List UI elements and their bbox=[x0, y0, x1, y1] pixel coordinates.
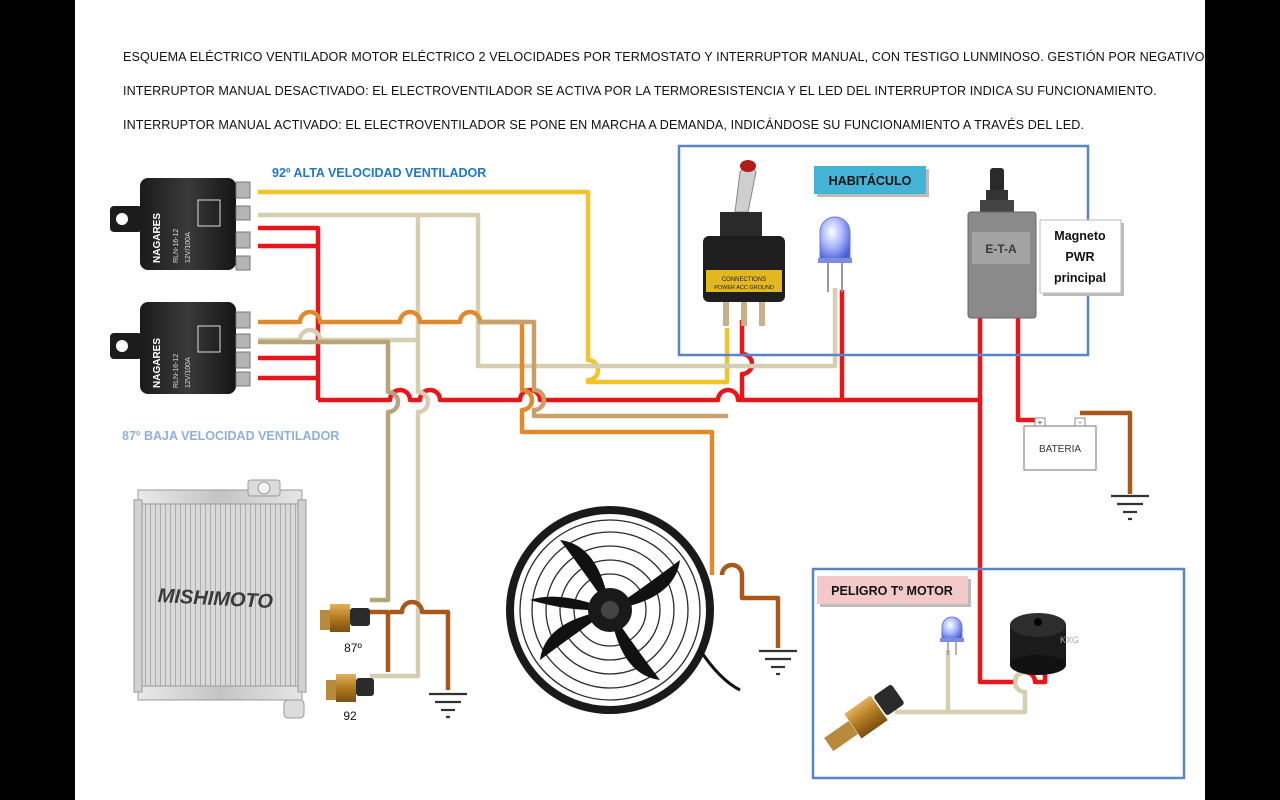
header-line-3: INTERRUPTOR MANUAL ACTIVADO: EL ELECTROV… bbox=[123, 118, 1085, 132]
danger-frame bbox=[811, 567, 1186, 780]
cabin-led-icon bbox=[818, 216, 852, 292]
svg-text:12V/100A: 12V/100A bbox=[185, 232, 192, 263]
beige-wire-b bbox=[258, 327, 420, 343]
electric-fan bbox=[506, 506, 741, 714]
magneto-label-box: Magneto PWR principal bbox=[1039, 219, 1124, 296]
cabin-badge: HABITÁCULO bbox=[814, 166, 929, 197]
svg-text:-: - bbox=[1079, 418, 1082, 427]
svg-text:RLN-16-12: RLN-16-12 bbox=[173, 229, 180, 263]
svg-text:RLN-16-12: RLN-16-12 bbox=[173, 354, 180, 388]
svg-text:+: + bbox=[1038, 418, 1043, 427]
tan-motor-wire bbox=[478, 319, 728, 419]
sensor-87-label: 87º bbox=[344, 641, 362, 655]
battery: + - BATERIA bbox=[1023, 417, 1097, 471]
low-speed-label: 87º BAJA VELOCIDAD VENTILADOR bbox=[122, 429, 339, 443]
sensor-92-label: 92 bbox=[343, 709, 357, 723]
engine-temp-sensor bbox=[824, 685, 904, 752]
danger-badge: PELIGRO Tº MOTOR bbox=[817, 576, 971, 607]
relay-low-speed: NAGARES RLN-16-12 12V/100A bbox=[110, 302, 251, 394]
danger-label: PELIGRO Tº MOTOR bbox=[831, 584, 953, 598]
svg-text:NAGARES: NAGARES bbox=[152, 338, 163, 388]
high-speed-label: 92º ALTA VELOCIDAD VENTILADOR bbox=[272, 166, 486, 180]
ground-icon-battery bbox=[1111, 494, 1149, 521]
svg-text:E-T-A: E-T-A bbox=[985, 242, 1017, 256]
svg-text:POWER ACC GROUND: POWER ACC GROUND bbox=[714, 285, 774, 291]
olive-low-speed-wire bbox=[258, 339, 401, 603]
danger-led-icon bbox=[940, 616, 964, 655]
svg-text:CONNECTIONS: CONNECTIONS bbox=[722, 277, 766, 283]
svg-text:Magneto: Magneto bbox=[1054, 229, 1106, 243]
svg-text:KXG: KXG bbox=[1060, 635, 1079, 645]
svg-text:PWR: PWR bbox=[1065, 250, 1094, 264]
relay-high-speed: NAGARES RLN-16-12 12V/100A bbox=[110, 178, 251, 271]
radiator: MISHIMOTO bbox=[133, 479, 307, 719]
header-line-1: ESQUEMA ELÉCTRICO VENTILADOR MOTOR ELÉCT… bbox=[123, 50, 1209, 64]
svg-text:principal: principal bbox=[1054, 271, 1106, 285]
svg-text:12V/100A: 12V/100A bbox=[185, 357, 192, 388]
ground-icon-sensors bbox=[429, 692, 467, 719]
battery-label: BATERIA bbox=[1039, 444, 1081, 455]
buzzer-icon: KXG bbox=[1010, 613, 1079, 675]
beige-wire-a bbox=[258, 212, 838, 369]
orange-motor-wire bbox=[258, 309, 715, 575]
toggle-switch[interactable]: CONNECTIONS POWER ACC GROUND bbox=[703, 160, 785, 326]
circuit-breaker[interactable]: E-T-A bbox=[967, 168, 1037, 319]
temp-sensor-87: 87º bbox=[320, 604, 370, 655]
header-line-2: INTERRUPTOR MANUAL DESACTIVADO: EL ELECT… bbox=[123, 84, 1157, 98]
beige-sensor-wire bbox=[370, 215, 431, 679]
brown-ground-wires bbox=[368, 410, 1133, 690]
temp-sensor-92: 92 bbox=[326, 674, 374, 723]
yellow-high-speed-wire bbox=[258, 189, 730, 385]
relay-brand: NAGARES bbox=[152, 213, 163, 263]
cabin-label: HABITÁCULO bbox=[829, 173, 912, 188]
ground-icon-fan bbox=[759, 649, 797, 676]
